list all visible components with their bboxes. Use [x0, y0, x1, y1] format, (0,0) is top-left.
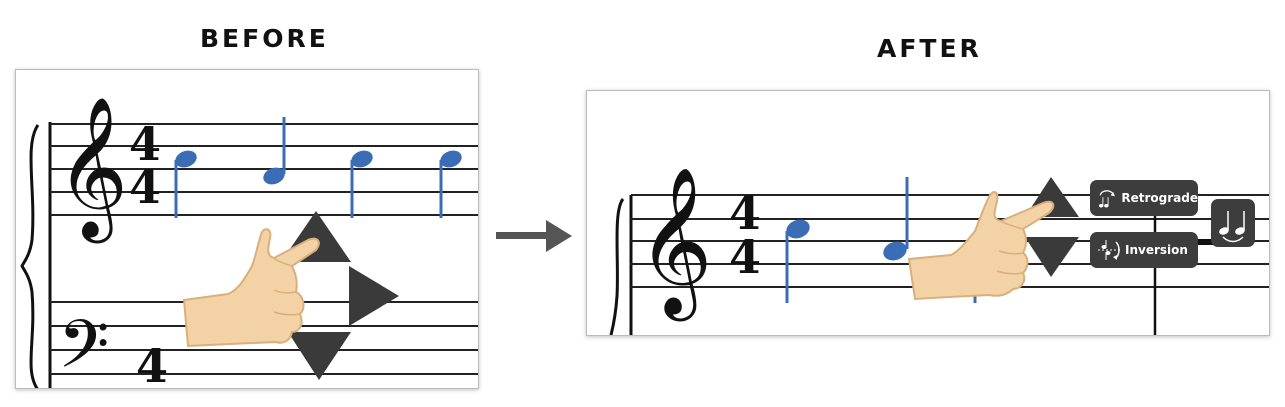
- inversion-button[interactable]: Inversion: [1090, 232, 1198, 268]
- inversion-icon: [1098, 240, 1120, 260]
- grand-staff-brace: [609, 198, 625, 335]
- svg-text:𝄢: 𝄢: [58, 306, 109, 388]
- before-heading: BEFORE: [200, 24, 329, 53]
- retrograde-icon: [1099, 190, 1115, 208]
- note-1[interactable]: [173, 148, 199, 218]
- time-signature-bottom: 4: [729, 230, 761, 284]
- time-signature-bottom: 4: [129, 160, 161, 214]
- retrograde-label: Retrograde: [1121, 191, 1198, 205]
- note-2[interactable]: [881, 177, 910, 264]
- treble-clef-icon: 𝄞: [637, 166, 713, 321]
- move-down-arrow[interactable]: [1025, 237, 1079, 277]
- note-2[interactable]: [261, 117, 287, 187]
- after-score-panel: 𝄞 4 4: [586, 90, 1270, 336]
- treble-staff: [50, 123, 478, 216]
- before-score: 𝄞 4 4 𝄢 4: [20, 95, 478, 388]
- svg-text:𝄞: 𝄞: [637, 166, 713, 321]
- after-heading: AFTER: [877, 34, 982, 63]
- beam-fragment: [1187, 239, 1215, 245]
- note-value-button[interactable]: [1211, 199, 1255, 247]
- inversion-label: Inversion: [1125, 243, 1188, 257]
- grand-staff-brace: [20, 124, 40, 388]
- treble-clef-icon: 𝄞: [56, 95, 128, 244]
- time-signature-top: 4: [729, 186, 761, 240]
- move-right-arrow[interactable]: [349, 266, 399, 326]
- retrograde-button[interactable]: Retrograde: [1090, 180, 1198, 216]
- bass-time-signature: 4: [136, 339, 168, 388]
- right-arrow-icon: [496, 220, 572, 252]
- before-score-panel: 𝄞 4 4 𝄢 4: [15, 69, 479, 389]
- move-down-arrow[interactable]: [288, 332, 351, 380]
- svg-text:𝄞: 𝄞: [56, 95, 128, 244]
- quarter-notes-icon: [1219, 211, 1245, 243]
- time-signature-top: 4: [129, 117, 161, 171]
- note-4[interactable]: [438, 148, 464, 218]
- note-3[interactable]: [349, 148, 375, 218]
- bass-clef-icon: 𝄢: [58, 306, 109, 388]
- hand-pointer-icon: [907, 191, 1055, 301]
- hand-pointer-icon: [182, 228, 320, 348]
- note-1[interactable]: [784, 216, 813, 303]
